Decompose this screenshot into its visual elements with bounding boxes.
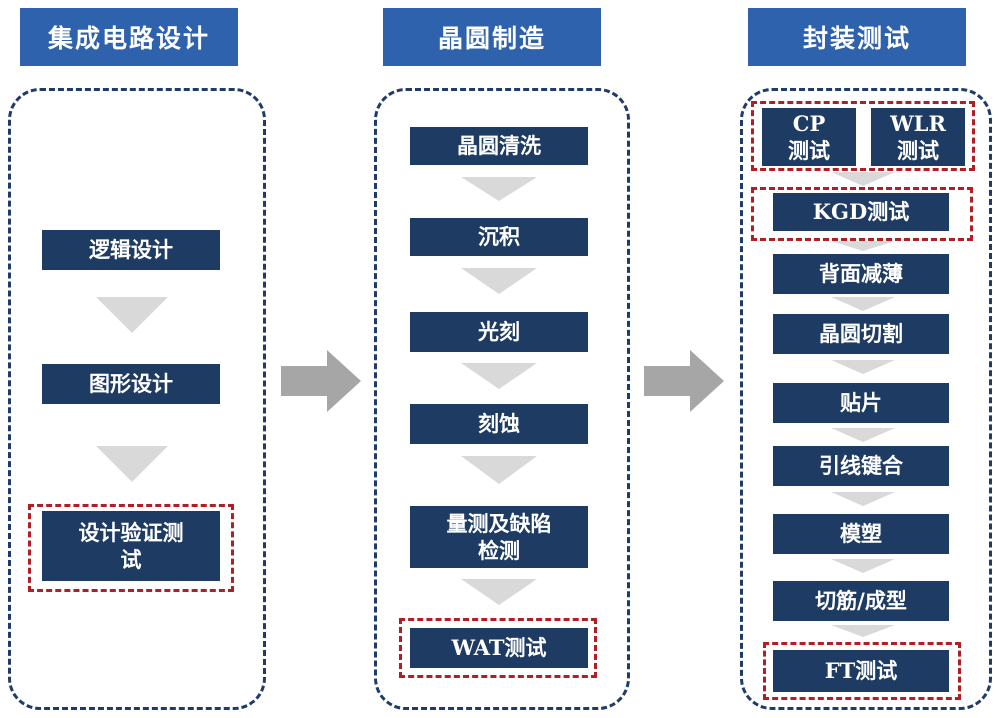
wafer-column-frame xyxy=(374,88,630,710)
step-die-attach: 贴片 xyxy=(773,383,949,423)
step-backgrinding: 背面减薄 xyxy=(773,254,949,294)
step-design-verification-test: 设计验证测 试 xyxy=(42,511,220,581)
step-deposition: 沉积 xyxy=(410,218,588,256)
step-logic-design: 逻辑设计 xyxy=(42,230,220,270)
header-ic-design: 集成电路设计 xyxy=(20,8,238,66)
highlight-frame xyxy=(399,618,597,678)
highlight-frame xyxy=(751,101,975,171)
highlight-frame xyxy=(763,642,961,700)
arrow-right-icon xyxy=(644,350,724,412)
highlight-frame xyxy=(751,187,973,241)
arrow-down-icon xyxy=(831,559,895,573)
arrow-down-icon xyxy=(96,297,168,333)
arrow-down-icon xyxy=(461,579,537,605)
step-etching: 刻蚀 xyxy=(410,404,588,444)
arrow-down-icon xyxy=(831,492,895,506)
arrow-down-icon xyxy=(96,446,168,482)
step-wlr-test: WLR 测试 xyxy=(871,108,965,166)
package-column-frame xyxy=(740,88,992,710)
step-cp-test: CP 测试 xyxy=(762,108,856,166)
arrow-down-icon xyxy=(461,177,537,201)
step-wire-bonding: 引线键合 xyxy=(773,446,949,486)
design-column-frame xyxy=(8,88,266,710)
arrow-down-icon xyxy=(831,360,895,374)
arrow-right-icon xyxy=(281,350,361,412)
step-ft-test: FT测试 xyxy=(773,650,949,692)
arrow-down-icon xyxy=(461,456,537,484)
header-wafer-fab: 晶圆制造 xyxy=(383,8,601,66)
header-packaging-test: 封装测试 xyxy=(748,8,966,66)
arrow-down-icon xyxy=(831,297,895,311)
arrow-down-icon xyxy=(831,625,895,637)
arrow-down-icon xyxy=(461,268,537,294)
arrow-down-icon xyxy=(831,172,895,186)
step-metrology-inspection: 量测及缺陷 检测 xyxy=(410,506,588,568)
step-wat-test: WAT测试 xyxy=(410,628,588,668)
step-trim-form: 切筋/成型 xyxy=(773,581,949,621)
arrow-down-icon xyxy=(831,428,895,442)
highlight-frame xyxy=(28,504,234,592)
step-layout-design: 图形设计 xyxy=(42,364,220,404)
step-kgd-test: KGD测试 xyxy=(773,193,949,231)
step-molding: 模塑 xyxy=(773,514,949,554)
arrow-down-icon xyxy=(831,241,895,251)
step-lithography: 光刻 xyxy=(410,312,588,352)
arrow-down-icon xyxy=(461,363,537,389)
step-wafer-dicing: 晶圆切割 xyxy=(773,314,949,354)
step-wafer-cleaning: 晶圆清洗 xyxy=(410,127,588,165)
